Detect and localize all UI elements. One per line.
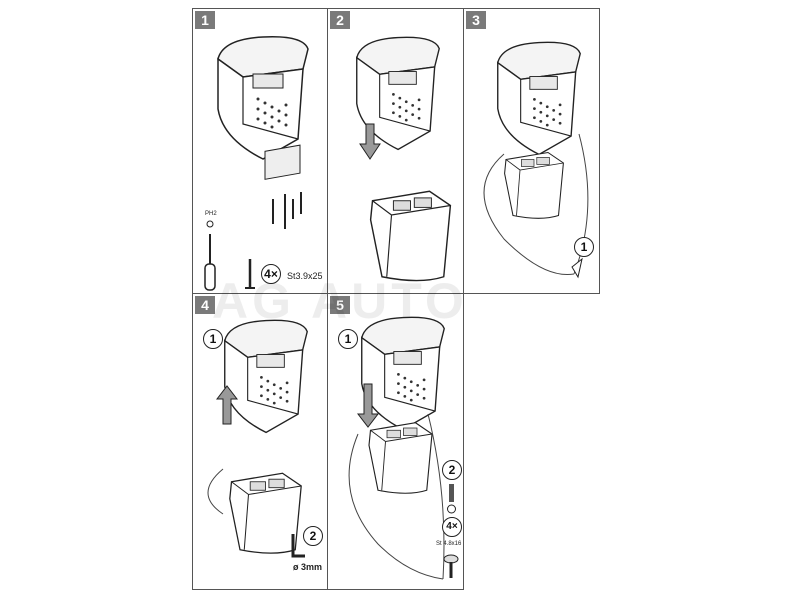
armrest-illustration: [483, 41, 589, 279]
armrest-illustration: [356, 36, 452, 282]
down-arrow-icon: [359, 123, 381, 160]
step-number-badge: 3: [466, 11, 486, 29]
screws-icon: [272, 192, 302, 229]
screw-icon: [245, 259, 255, 289]
callout-top: 1: [203, 329, 223, 349]
quantity-callout: 4×: [261, 264, 281, 284]
step-3-panel: 3 1: [463, 8, 600, 294]
callout-bottom: 2: [442, 460, 462, 480]
screwdriver-icon: [204, 220, 216, 291]
step-number-badge: 1: [195, 11, 215, 29]
up-arrow-icon: [215, 385, 239, 425]
bit-icon: [449, 484, 454, 502]
drill-size-label: ø 3mm: [293, 562, 323, 572]
step-5-panel: 5 1 2 4× St 4.8x16: [327, 293, 464, 590]
step-2-panel: 2: [327, 8, 464, 294]
step-4-panel: 4 1 2 ø 3mm: [192, 293, 328, 590]
quantity-callout: 4×: [442, 517, 462, 537]
armrest-illustration: [204, 35, 309, 291]
screw-icon: [443, 554, 459, 578]
step-number-badge: 4: [195, 296, 215, 314]
bit-label: PH2: [205, 211, 217, 217]
callout-bottom: 2: [303, 526, 323, 546]
drill-icon: [291, 534, 305, 558]
clip-icon: [571, 257, 583, 279]
step-number-badge: 2: [330, 11, 350, 29]
callout-top: 1: [338, 329, 358, 349]
armrest-illustration: [207, 319, 308, 558]
step-1-panel: 1 PH2 4× St3.9x25: [192, 8, 328, 294]
step-number-badge: 5: [330, 296, 350, 314]
armrest-illustration: [348, 316, 459, 580]
screw-spec: St3.9x25: [287, 271, 323, 281]
down-arrow-icon: [356, 383, 380, 428]
callout: 1: [574, 237, 594, 257]
screw-spec: St 4.8x16: [436, 541, 462, 547]
